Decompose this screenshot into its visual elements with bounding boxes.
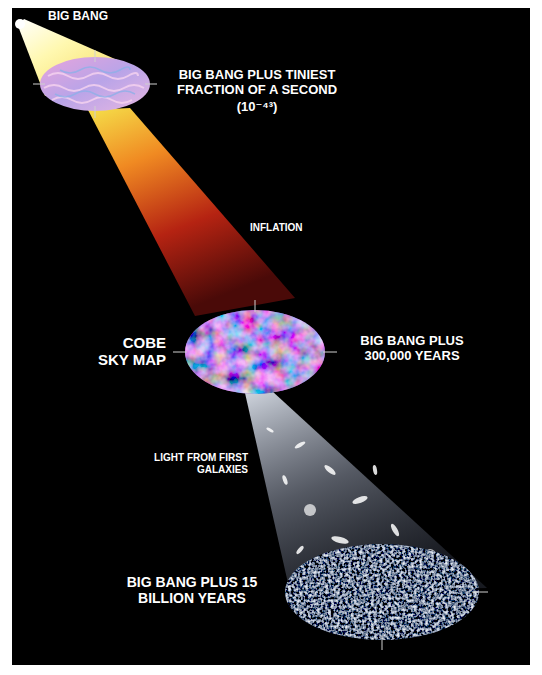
map-label: COBE SKY MAP: [92, 334, 166, 369]
light-label: LIGHT FROM FIRST GALAXIES: [148, 452, 248, 475]
epoch-label: BIG BANG PLUS TINIEST FRACTION OF A SECO…: [163, 68, 351, 98]
phase-label: INFLATION: [250, 222, 330, 234]
epoch-label: BIG BANG PLUS 15 BILLION YEARS: [106, 574, 278, 606]
origin-label: BIG BANG: [48, 10, 158, 24]
epoch-label: BIG BANG PLUS 300,000 YEARS: [342, 334, 482, 364]
time-exponent: (10⁻⁴³): [163, 100, 351, 115]
